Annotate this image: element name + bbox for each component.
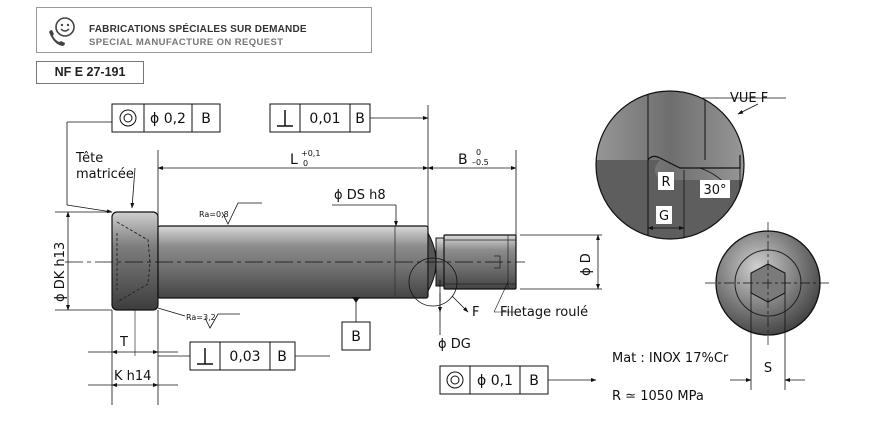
head-label-line2: matricée [76,167,134,182]
frame-text: B [277,349,287,365]
g-dimension-label: G [659,209,669,224]
frame-text: B [201,111,211,127]
datum-triangle [352,297,360,303]
shoulder-screw-side-view [65,211,525,311]
standard-label: NF E 27-191 [36,61,144,84]
frame-text: 0,01 [309,111,340,127]
head-label-line1: Tête [75,151,103,166]
header-title-fr: FABRICATIONS SPÉCIALES SUR DEMANDE [89,24,307,35]
view-title: VUE F [730,91,768,106]
length-tol-upper: +0,1 [301,149,320,158]
length-label: L [290,152,298,168]
s-dimension-label: S [764,361,772,376]
thread-diameter-label: ϕ D [579,253,594,276]
smiley-phone-icon [49,17,75,46]
groove-diameter-label: ϕ DG [438,337,471,352]
tolerance-frame-concentricity-top: ϕ 0,2 B [111,103,221,133]
material-label: Mat : INOX 17%Cr [612,351,729,366]
tolerance-frame-perpendicularity-top: 0,01 B [269,103,371,133]
t-dimension-label: T [119,335,128,350]
end-view: S [705,222,830,390]
tolerance-frame-perpendicularity-bottom: 0,03 B [189,341,296,371]
frame-text: B [351,329,361,345]
detail-ref-label: F [472,305,479,320]
frame-text: 0,03 [229,349,260,365]
thread-tol-lower: –0.5 [472,158,489,167]
ra-shank-label: Ra=0,8 [199,210,229,219]
r-dimension-label: R [661,175,670,190]
head-diameter-label: ϕ DK h13 [53,242,68,302]
surface-finish-head [157,307,240,329]
shank-diameter-label: ϕ DS h8 [334,188,386,203]
datum-box: B [341,321,371,351]
ra-head-label: Ra=3,2 [186,313,216,322]
frame-text: B [529,373,539,389]
k-dimension-label: K h14 [114,369,151,384]
angle-label: 30° [703,183,726,198]
rolled-thread-label: Filetage roulé [500,305,588,320]
frame-text: ϕ 0,1 [477,373,513,389]
length-tol-lower: 0 [303,159,308,168]
header-banner: FABRICATIONS SPÉCIALES SUR DEMANDE SPECI… [36,7,372,53]
tolerance-frame-concentricity-bottom: ϕ 0,1 B [439,365,549,395]
frame-text: ϕ 0,2 [150,111,186,127]
frame-text: B [355,111,365,127]
thread-tol-upper: 0 [476,148,481,157]
thread-length-label: B [458,152,468,168]
header-title-en: SPECIAL MANUFACTURE ON REQUEST [89,37,284,48]
detail-view-f: R G 30° [595,90,786,240]
strength-label: R ≃ 1050 MPa [612,389,704,404]
surface-finish-shank [221,202,262,225]
